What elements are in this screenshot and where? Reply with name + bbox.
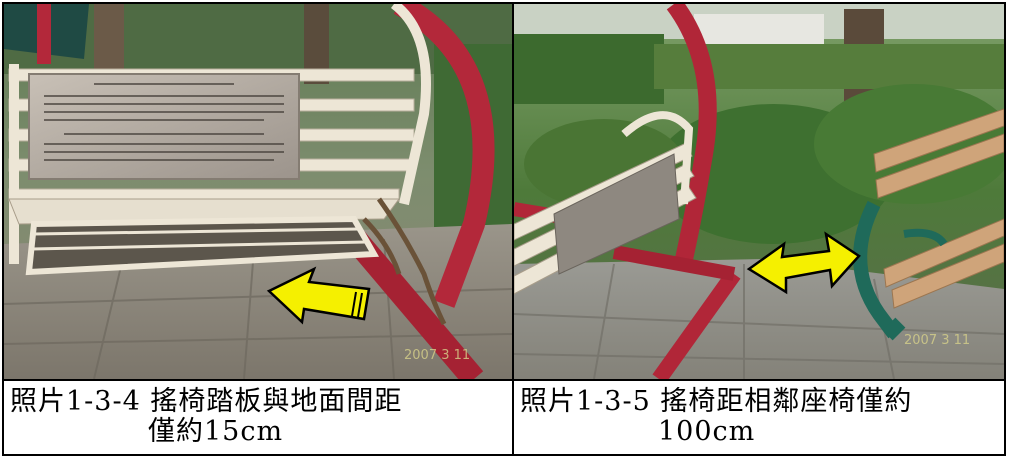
photo-swing-bench-distance-image: 2007 3 11 bbox=[514, 4, 1004, 379]
photo-swing-bench-distance: 2007 3 11 bbox=[514, 4, 1004, 381]
arrow-left-icon bbox=[266, 266, 371, 325]
caption-photo-2-line1: 照片1-3-5 搖椅距相鄰座椅僅約 bbox=[520, 386, 913, 417]
caption-photo-1-line1: 照片1-3-4 搖椅踏板與地面間距 bbox=[10, 386, 403, 417]
photo-date-stamp: 2007 3 11 bbox=[904, 333, 970, 348]
caption-photo-2-line2: 100cm bbox=[658, 416, 756, 447]
caption-photo-1-line2: 僅約15cm bbox=[148, 416, 284, 447]
photo-date-stamp: 2007 3 11 bbox=[404, 348, 470, 363]
photo-swing-footboard: 2007 3 11 bbox=[4, 4, 514, 381]
double-arrow-icon bbox=[746, 231, 861, 295]
photo-swing-footboard-image: 2007 3 11 bbox=[4, 4, 512, 379]
caption-photo-2: 照片1-3-5 搖椅距相鄰座椅僅約 100cm bbox=[514, 381, 1004, 454]
caption-photo-1: 照片1-3-4 搖椅踏板與地面間距 僅約15cm bbox=[4, 381, 514, 454]
